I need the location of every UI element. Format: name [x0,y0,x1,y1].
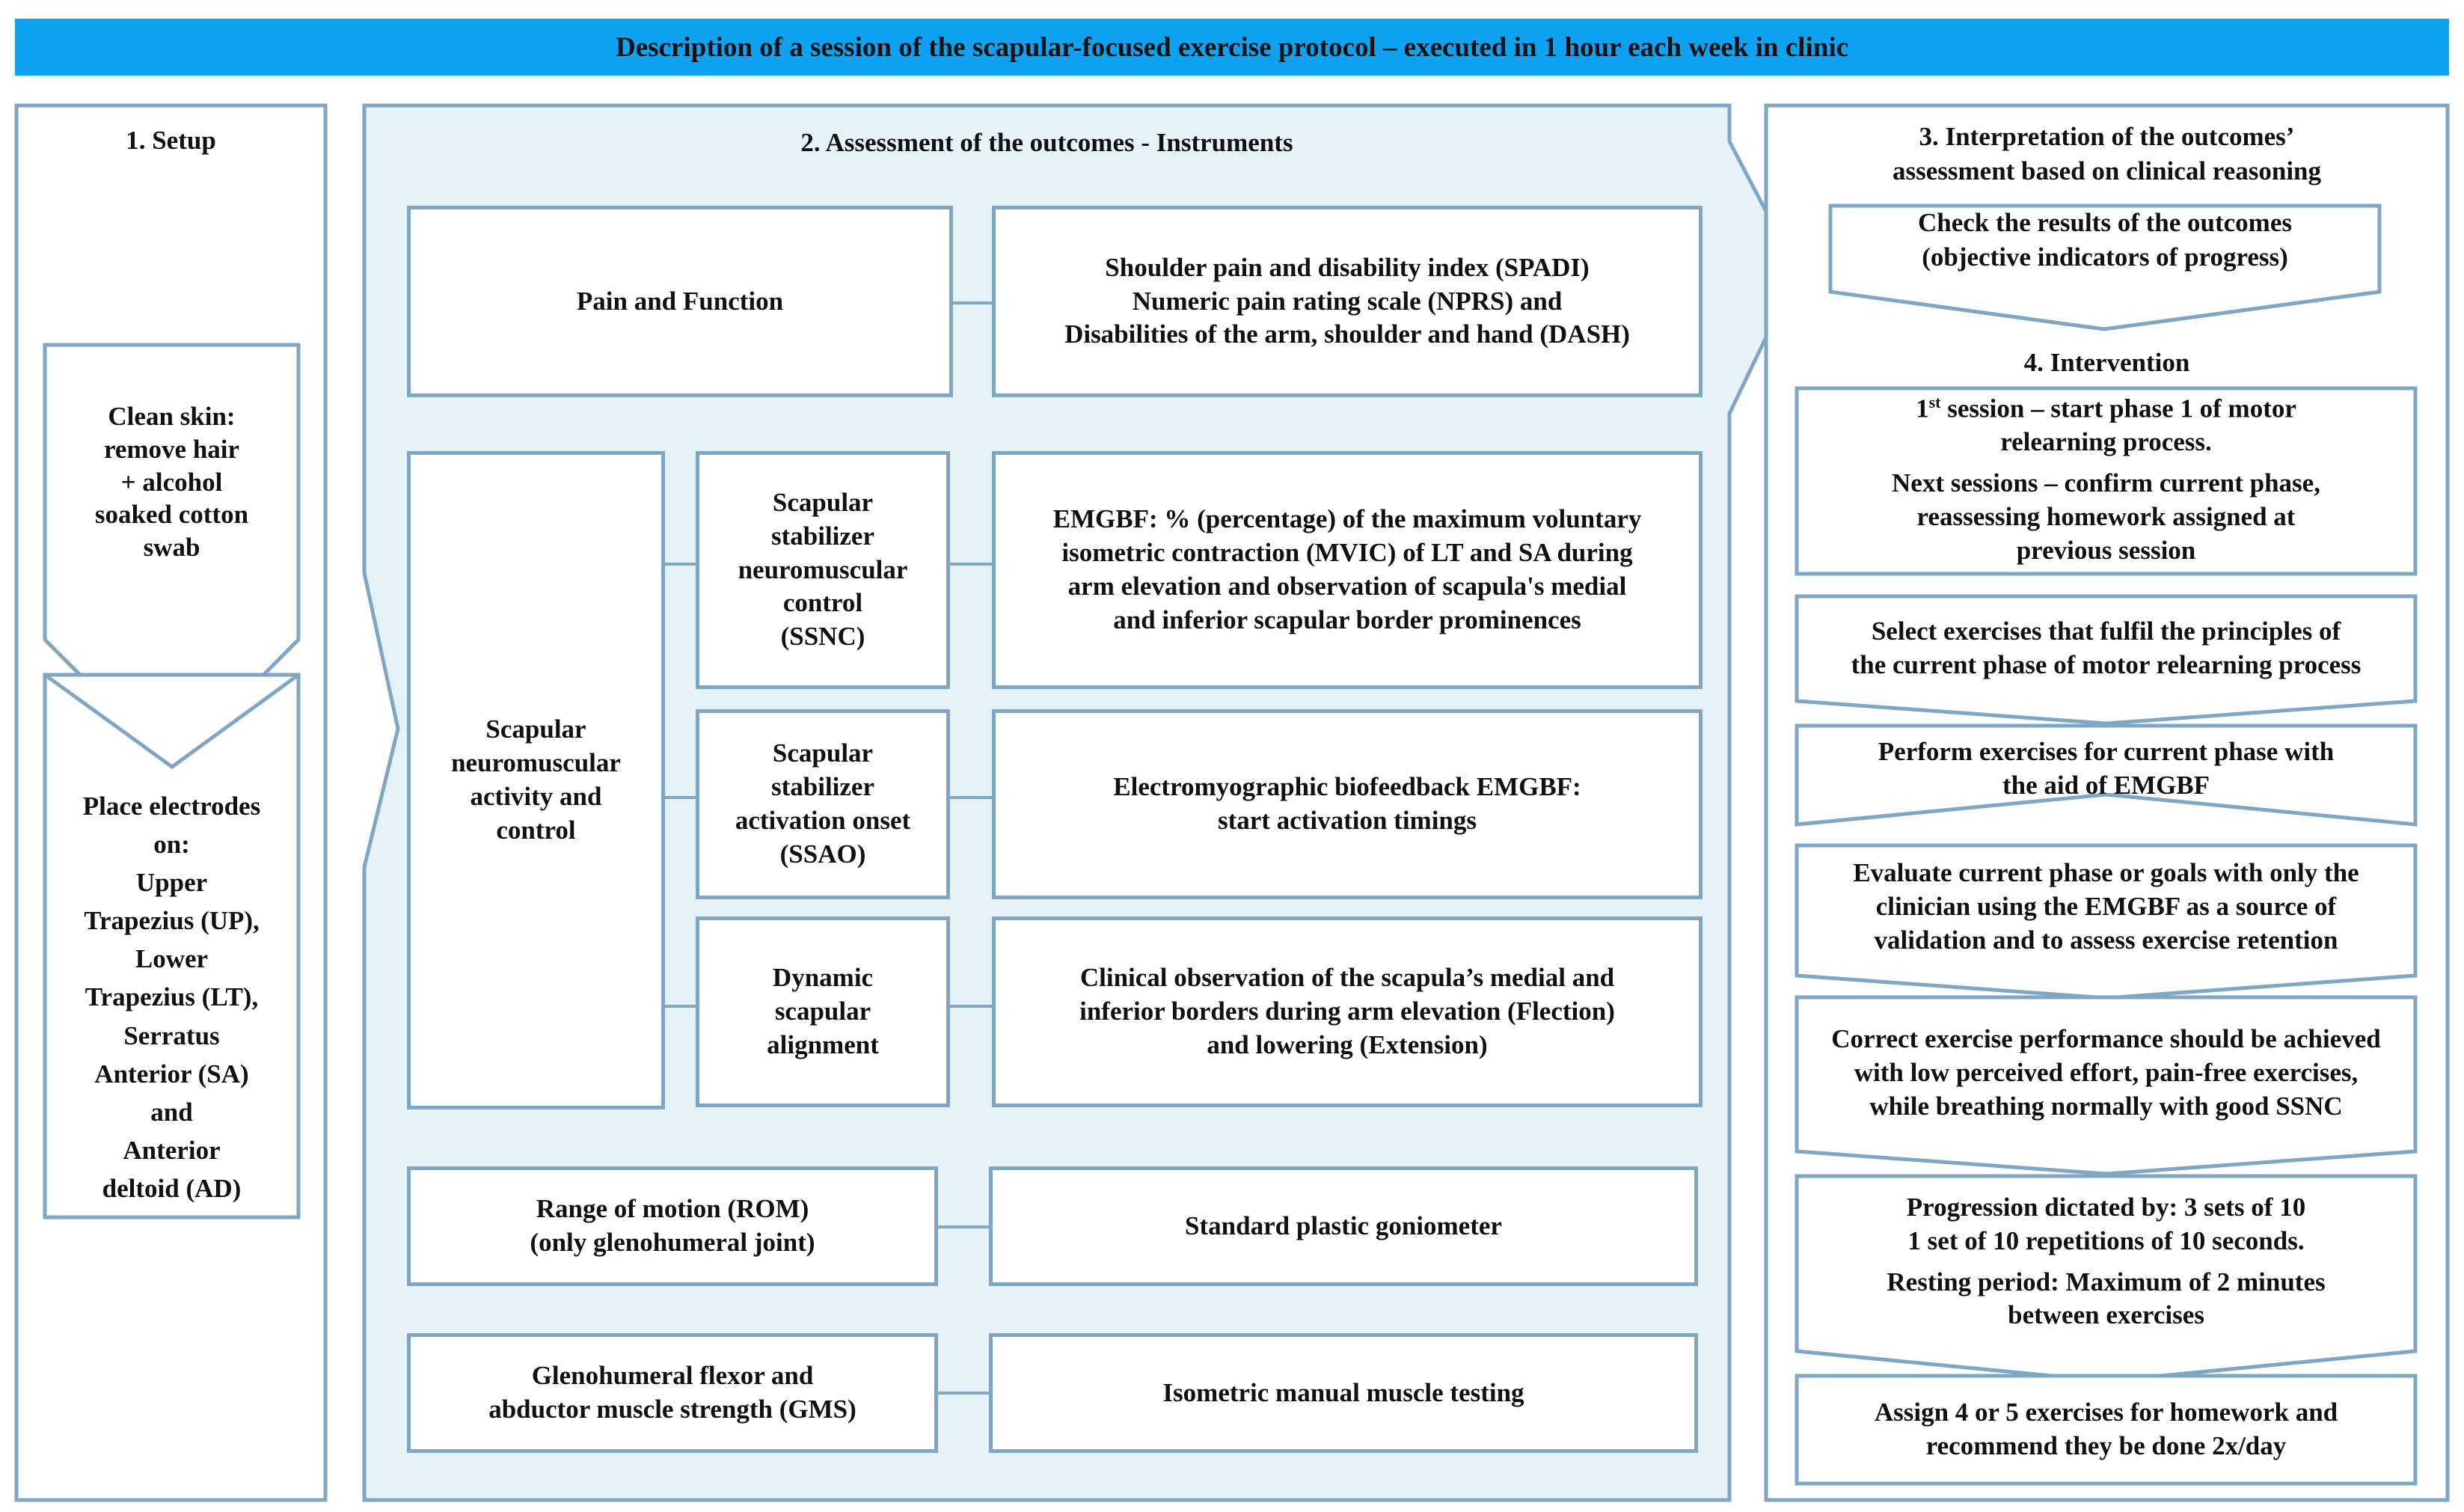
dynamic-alignment-instrument-box: Clinical observation of the scapula’s me… [992,916,1703,1107]
step-select-chevron [1795,594,2418,726]
check-results-text: Check the results of the outcomes (objec… [1918,208,2292,272]
title-bar: Description of a session of the scapular… [15,19,2449,76]
diagram-title: Description of a session of the scapular… [615,31,1849,63]
gms-box: Glenohumeral flexor and abductor muscle … [407,1333,938,1453]
step-assign-chevron [1795,1374,2418,1486]
pain-function-instrument-box: Shoulder pain and disability index (SPAD… [992,206,1703,397]
step-correct-text: Correct exercise performance should be a… [1831,1024,2381,1121]
ssao-box: Scapular stabilizer activation onset (SS… [696,709,950,899]
scapular-activity-box: Scapular neuromuscular activity and cont… [407,451,665,1109]
electrodes-text: Place electrodes on: Upper Trapezius (UP… [82,792,261,1203]
rom-box: Range of motion (ROM) (only glenohumeral… [407,1166,938,1286]
interpretation-heading: 3. Interpretation of the outcomes’ asses… [1892,122,2322,186]
ssao-instrument-box: Electromyographic biofeedback EMGBF: sta… [992,709,1703,899]
step-evaluate-chevron [1795,843,2418,1000]
step-perform-chevron [1795,723,2418,827]
pain-function-box: Pain and Function [407,206,953,397]
check-chevron [1828,203,2382,331]
clean-skin-text: Clean skin: remove hair + alcohol soaked… [94,402,249,562]
assessment-heading: 2. Assessment of the outcomes - Instrume… [800,128,1293,157]
ssnc-instrument-box: EMGBF: % (percentage) of the maximum vol… [992,451,1703,689]
step-first-session-text: 1st session – start phase 1 of motor rel… [1797,392,2415,568]
first-session-line: 1st session – start phase 1 of motor [1916,393,2296,423]
ssnc-box: Scapular stabilizer neuromuscular contro… [696,451,950,689]
step-correct-chevron [1795,995,2418,1176]
rom-instrument-box: Standard plastic goniometer [989,1166,1698,1286]
intervention-heading: 4. Intervention [2023,348,2190,377]
step-first-chevron [1795,386,2418,576]
step-evaluate-text: Evaluate current phase or goals with onl… [1853,858,2359,955]
step-progression-chevron [1795,1174,2418,1383]
step-assign-text: Assign 4 or 5 exercises for homework and… [1874,1398,2338,1460]
step-select-text: Select exercises that fulfil the princip… [1851,616,2362,679]
electrodes-chevron [43,673,301,1219]
step-perform-text: Perform exercises for current phase with… [1878,737,2335,799]
gms-instrument-box: Isometric manual muscle testing [989,1333,1698,1453]
dynamic-alignment-box: Dynamic scapular alignment [696,916,950,1107]
step-progression-text: Progression dictated by: 3 sets of 10 1 … [1887,1193,2326,1330]
setup-heading: 1. Setup [126,126,216,155]
